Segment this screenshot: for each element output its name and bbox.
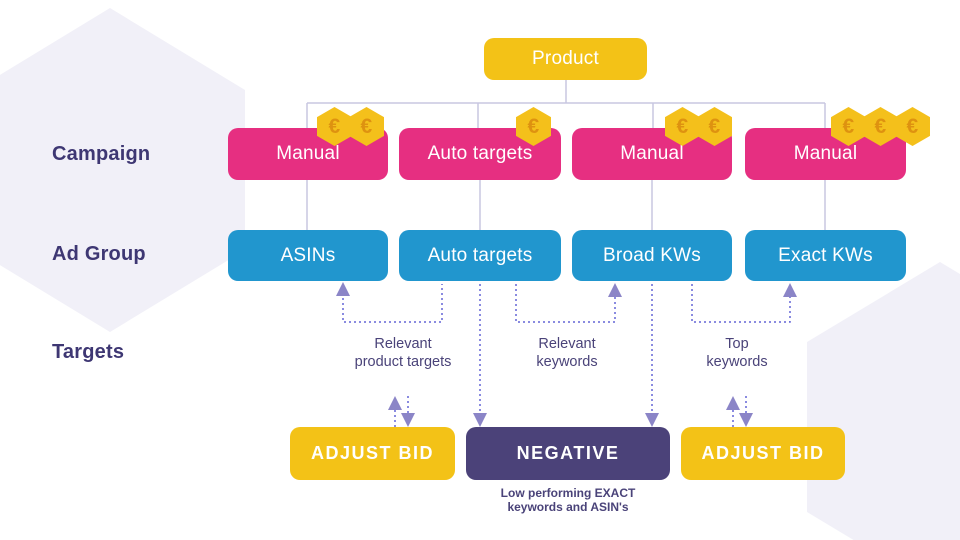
- arrow-down-adjust-left: [401, 413, 415, 427]
- adgroup-box-broad-kws: Broad KWs: [572, 230, 732, 281]
- adjust-bid-box-left: ADJUST BID: [290, 427, 455, 480]
- arrow-up-adjust-right: [726, 396, 740, 410]
- arrow-up-adjust-left: [388, 396, 402, 410]
- arrowheads: [336, 282, 797, 427]
- target-label-line2: product targets: [354, 354, 452, 370]
- target-label-top-keywords: Top keywords: [662, 335, 812, 371]
- target-label-relevant-keywords: Relevant keywords: [492, 335, 642, 371]
- tree-lines: [306, 80, 826, 230]
- adjust-bid-box-right: ADJUST BID: [681, 427, 845, 480]
- campaign-box-manual-1: Manual €€: [228, 107, 388, 180]
- coin-stack: €€: [317, 107, 384, 146]
- adgroup-box-asins: ASINs: [228, 230, 388, 281]
- euro-coin-icon: €: [831, 107, 866, 146]
- hexagon-shape-left: [0, 8, 245, 332]
- arrow-up-broad-kws: [608, 283, 622, 297]
- target-label-line1: Relevant: [538, 336, 596, 352]
- target-label-line1: Top: [725, 336, 749, 352]
- adgroup-box-auto-targets: Auto targets: [399, 230, 561, 281]
- euro-coin-icon: €: [895, 107, 930, 146]
- campaign-label: Manual: [276, 143, 340, 164]
- adgroup-box-exact-kws: Exact KWs: [745, 230, 906, 281]
- arrow-down-negative-left: [473, 413, 487, 427]
- euro-coin-icon: €: [317, 107, 352, 146]
- hexagon-shape-right: [807, 262, 960, 540]
- euro-coin-icon: €: [863, 107, 898, 146]
- arrow-up-asins: [336, 282, 350, 296]
- campaign-box-manual-3: Manual €€€: [745, 107, 930, 180]
- arrow-up-exact-kws: [783, 283, 797, 297]
- target-label-line2: keywords: [536, 354, 598, 370]
- arrow-down-negative-right: [645, 413, 659, 427]
- euro-coin-icon: €: [516, 107, 551, 146]
- arrow-down-adjust-right: [739, 413, 753, 427]
- row-label-targets: Targets: [52, 341, 125, 363]
- row-label-campaign: Campaign: [52, 143, 151, 165]
- target-label-relevant-product-targets: Relevant product targets: [318, 335, 488, 371]
- coin-stack: €: [516, 107, 551, 146]
- product-box: Product: [484, 38, 647, 80]
- negative-box: NEGATIVE: [466, 427, 670, 480]
- euro-coin-icon: €: [349, 107, 384, 146]
- target-label-line1: Relevant: [374, 336, 432, 352]
- coin-stack: €€: [665, 107, 732, 146]
- euro-coin-icon: €: [665, 107, 700, 146]
- campaign-label: Manual: [620, 143, 684, 164]
- euro-coin-icon: €: [697, 107, 732, 146]
- campaign-label: Auto targets: [427, 143, 533, 164]
- campaign-box-manual-2: Manual €€: [572, 107, 732, 180]
- row-label-ad-group: Ad Group: [52, 243, 146, 265]
- negative-caption: Low performing EXACT keywords and ASIN's: [468, 486, 668, 514]
- coin-stack: €€€: [831, 107, 930, 146]
- negative-caption-line1: Low performing EXACT: [500, 486, 636, 500]
- target-label-line2: keywords: [706, 354, 768, 370]
- negative-caption-line2: keywords and ASIN's: [507, 500, 629, 514]
- dashed-flow-lines: [342, 284, 791, 427]
- campaign-label: Manual: [793, 143, 858, 164]
- campaign-box-auto-targets: Auto targets €: [399, 107, 561, 180]
